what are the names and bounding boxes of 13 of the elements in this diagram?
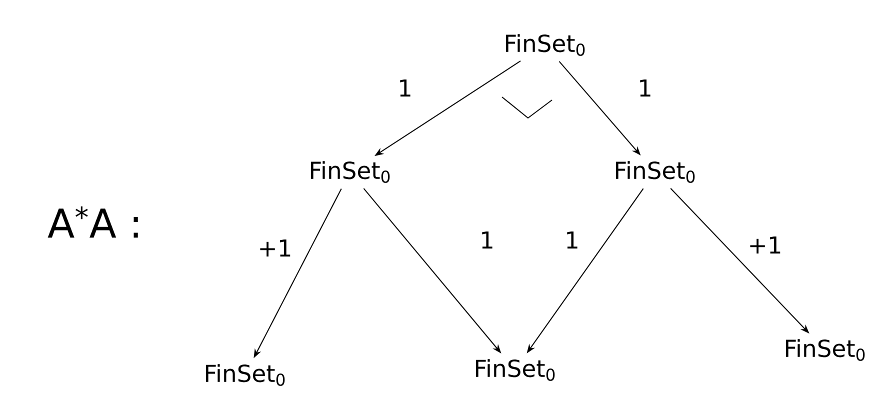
object-label: FinSet$_{0}$: [616, 161, 695, 183]
object-label: FinSet$_{0}$: [206, 364, 285, 386]
edge-label: 1: [482, 231, 492, 249]
object-label: FinSet$_{0}$: [506, 34, 585, 56]
object-label: FinSet$_{0}$: [476, 359, 555, 381]
edge-label: 1: [640, 79, 650, 97]
edge-label: 1: [567, 231, 578, 249]
diagram-label: A$^{*}$A :: [48, 206, 138, 238]
edge-label: +1: [750, 236, 780, 254]
edge-label: 1: [400, 79, 410, 97]
edge-label: +1: [260, 239, 290, 257]
object-label: FinSet$_{0}$: [311, 161, 390, 183]
object-label: FinSet$_{0}$: [786, 339, 865, 361]
